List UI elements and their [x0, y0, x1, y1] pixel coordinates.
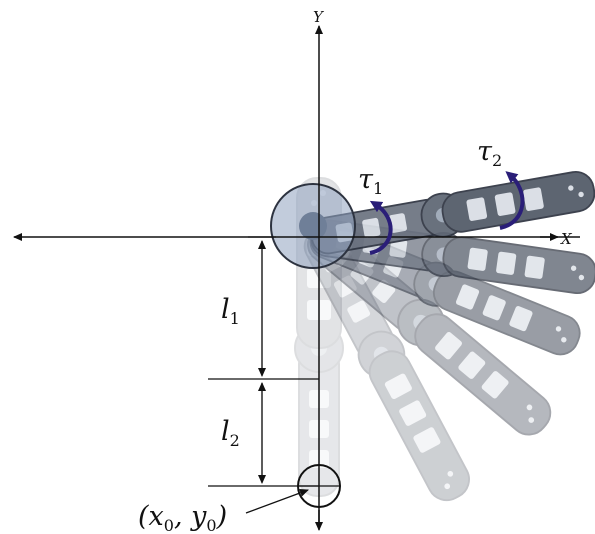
base-point-circle — [297, 464, 341, 508]
tau1-arrow — [369, 200, 393, 255]
y-axis-label: Y — [313, 8, 325, 26]
base-point-leader — [245, 489, 309, 514]
x-axis-label: X — [560, 230, 573, 248]
tau2-arrow — [499, 171, 525, 230]
tau2-label: τ2 — [477, 136, 502, 170]
base-point-label: (x0, y0) — [138, 501, 227, 534]
l2-label: l2 — [221, 416, 240, 450]
tau1-label: τ1 — [358, 164, 383, 198]
l1-label: l1 — [221, 294, 240, 328]
